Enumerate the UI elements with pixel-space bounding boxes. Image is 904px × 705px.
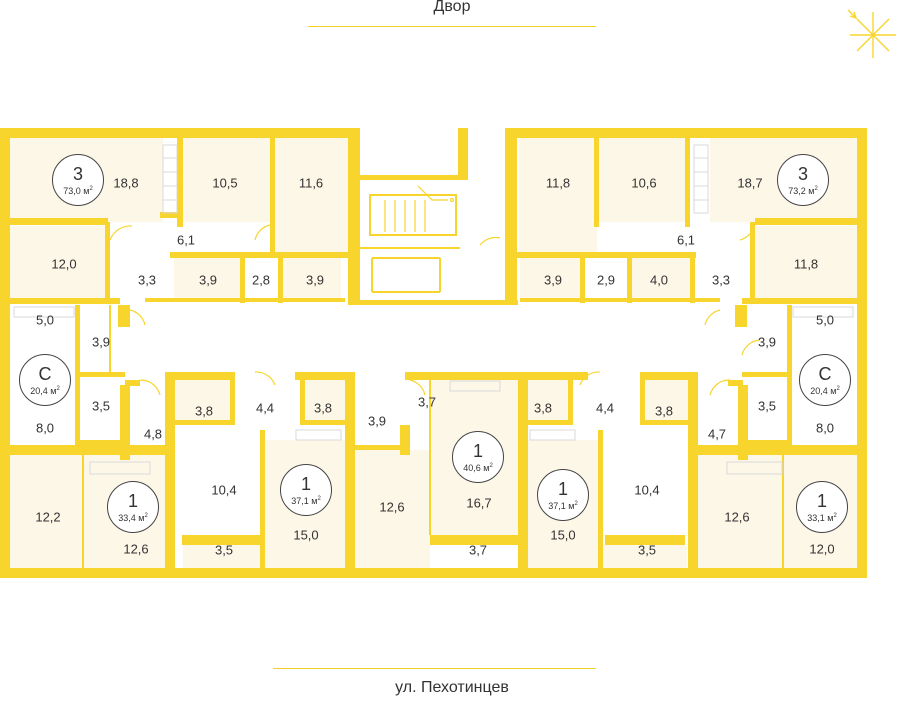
room-area: 12,6 (724, 509, 750, 525)
room-area: 5,0 (815, 312, 835, 328)
room-area: 11,8 (793, 256, 819, 272)
room-area: 4,7 (707, 426, 727, 442)
courtyard-label: Двор (433, 0, 471, 15)
doors (109, 224, 761, 396)
room-area: 3,5 (637, 542, 657, 558)
room-area: 4,4 (595, 400, 615, 416)
courtyard-line (308, 26, 596, 27)
windows (3, 131, 863, 574)
room-area: 3,9 (198, 272, 218, 288)
room-area: 5,0 (35, 312, 55, 328)
balcony-grids (13, 144, 854, 475)
room-area: 12,2 (35, 509, 61, 525)
walls (0, 128, 867, 578)
room-area: 10,6 (631, 175, 657, 191)
room-area: 3,8 (194, 403, 214, 419)
room-area: 11,6 (298, 175, 324, 191)
room-area: 15,0 (550, 527, 576, 543)
room-area: 3,5 (91, 398, 111, 414)
room-area: 18,7 (737, 175, 763, 191)
room-area: 6,1 (676, 232, 696, 248)
room-area: 3,8 (313, 400, 333, 416)
room-area: 4,4 (255, 400, 275, 416)
room-area: 3,8 (533, 400, 553, 416)
thin-walls (82, 194, 784, 570)
room-area: 8,0 (815, 420, 835, 436)
room-area: 6,1 (176, 232, 196, 248)
room-area: 10,4 (634, 482, 660, 498)
room-area: 2,9 (596, 272, 616, 288)
room-area: 3,5 (214, 542, 234, 558)
room-area: 12,0 (809, 541, 835, 557)
room-area: 2,8 (251, 272, 271, 288)
room-area: 16,7 (466, 495, 492, 511)
room-area: 12,6 (379, 499, 405, 515)
room-area: 3,7 (417, 394, 437, 410)
room-area: 12,0 (51, 256, 77, 272)
room-area: 4,0 (649, 272, 669, 288)
room-area: 3,9 (305, 272, 325, 288)
room-area: 11,8 (545, 175, 571, 191)
room-area: 15,0 (293, 527, 319, 543)
room-area: 3,9 (757, 334, 777, 350)
room-area: 10,4 (211, 482, 237, 498)
room-area: 3,9 (543, 272, 563, 288)
street-line (273, 668, 596, 669)
room-area: 3,5 (757, 398, 777, 414)
room-area: 10,5 (212, 175, 238, 191)
sun-compass-icon (847, 9, 896, 58)
room-area: 3,9 (367, 413, 387, 429)
room-area: 12,6 (123, 541, 149, 557)
room-area: 18,8 (113, 175, 139, 191)
room-area: 4,8 (143, 426, 163, 442)
room-area: 3,9 (91, 334, 111, 350)
room-floors (8, 137, 860, 575)
room-area: 3,3 (137, 272, 157, 288)
room-area: 8,0 (35, 420, 55, 436)
stair-icon (384, 185, 455, 232)
street-label: ул. Пехотинцев (395, 679, 509, 696)
room-area: 3,3 (711, 272, 731, 288)
room-area: 3,8 (654, 403, 674, 419)
room-area: 3,7 (468, 542, 488, 558)
